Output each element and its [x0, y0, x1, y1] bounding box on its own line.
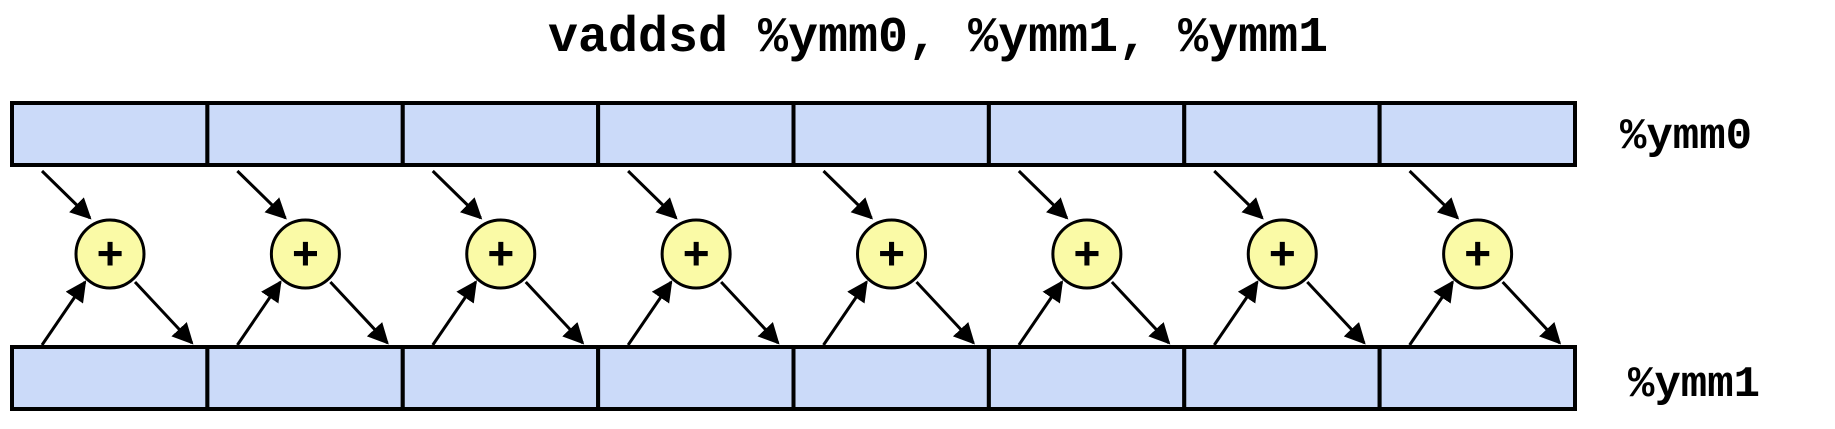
- arrow-ymm0-to-adder-7: [1408, 169, 1460, 220]
- ymm1-lane-0: [10, 345, 210, 411]
- ymm0-lane-0: [10, 101, 210, 167]
- adder-circle-4: [856, 218, 927, 290]
- plus-symbol-6: +: [1269, 227, 1296, 279]
- arrow-ymm0-to-adder-0: [40, 169, 92, 220]
- arrow-ymm0-to-adder-6: [1213, 169, 1264, 220]
- arrow-ymm1-to-adder-1: [236, 280, 282, 346]
- arrow-adder-to-ymm1-6: [1306, 280, 1366, 345]
- arrow-ymm1-to-adder-5: [1017, 280, 1064, 346]
- plus-symbol-1: +: [292, 227, 319, 279]
- ymm0-lane-6: [1182, 101, 1382, 167]
- ymm1-lane-3: [596, 345, 796, 411]
- ymm1-lane-2: [400, 345, 601, 411]
- adder-circle-1: [269, 218, 341, 290]
- adder-6: +: [1246, 218, 1318, 290]
- ymm0-lane-3: [596, 101, 796, 167]
- ymm1-lane-1: [205, 345, 405, 411]
- arrow-adder-to-ymm1-2: [524, 280, 585, 345]
- arrow-adder-to-ymm1-5: [1110, 280, 1171, 345]
- ymm1-lane-6: [1182, 345, 1382, 411]
- arrow-adder-to-ymm1-0: [133, 280, 194, 345]
- arrow-ymm1-to-adder-2: [431, 280, 477, 346]
- plus-symbol-4: +: [878, 227, 905, 279]
- adder-0: +: [74, 218, 146, 290]
- ymm0-lanes: [10, 101, 1577, 167]
- ymm1-lane-7: [1377, 345, 1577, 411]
- adder-5: +: [1051, 218, 1123, 290]
- arrow-ymm0-to-adder-1: [236, 169, 287, 220]
- ymm0-lane-4: [791, 101, 991, 167]
- arrow-ymm1-to-adder-3: [626, 280, 673, 346]
- adder-circle-6: [1246, 218, 1318, 290]
- plus-symbol-5: +: [1073, 227, 1100, 279]
- arrow-adder-to-ymm1-7: [1501, 280, 1562, 345]
- adder-circle-0: [74, 218, 146, 290]
- arrow-ymm0-to-adder-5: [1017, 169, 1069, 220]
- arrow-ymm1-to-adder-4: [822, 280, 868, 346]
- arrow-adder-to-ymm1-1: [329, 280, 389, 345]
- ymm0-lane-1: [205, 101, 405, 167]
- plus-symbol-0: +: [97, 227, 124, 279]
- adder-7: +: [1442, 218, 1514, 290]
- adder-1: +: [269, 218, 341, 290]
- adder-3: +: [660, 218, 732, 290]
- plus-symbol-3: +: [683, 227, 710, 279]
- ymm0-lane-2: [400, 101, 601, 167]
- adder-circle-2: [465, 218, 537, 290]
- lane-adders: + + + + + + + +: [74, 218, 1514, 290]
- arrow-ymm1-to-adder-7: [1408, 280, 1454, 346]
- adder-circle-5: [1051, 218, 1123, 290]
- arrow-adder-to-ymm1-4: [915, 280, 975, 345]
- register-label-ymm0: %ymm0: [1620, 112, 1753, 162]
- arrow-ymm0-to-adder-3: [627, 169, 678, 220]
- adder-2: +: [465, 218, 537, 290]
- arrow-adder-to-ymm1-3: [720, 280, 780, 345]
- ymm1-lane-5: [986, 345, 1187, 411]
- plus-symbol-2: +: [487, 227, 514, 279]
- plus-symbol-7: +: [1464, 227, 1491, 279]
- adder-circle-7: [1442, 218, 1514, 290]
- register-label-ymm1: %ymm1: [1628, 360, 1761, 410]
- adder-circle-3: [660, 218, 732, 290]
- instruction-text: vaddsd %ymm0, %ymm1, %ymm1: [548, 10, 1329, 67]
- arrow-ymm0-to-adder-4: [822, 169, 874, 220]
- adder-4: +: [856, 218, 927, 290]
- arrow-ymm1-to-adder-0: [40, 280, 87, 346]
- ymm0-lane-5: [986, 101, 1187, 167]
- ymm1-lanes: [10, 345, 1577, 411]
- ymm0-lane-7: [1377, 101, 1577, 167]
- lane-arrows: [40, 169, 1562, 346]
- arrow-ymm0-to-adder-2: [431, 169, 483, 220]
- ymm1-lane-4: [791, 345, 991, 411]
- arrow-ymm1-to-adder-6: [1213, 280, 1259, 346]
